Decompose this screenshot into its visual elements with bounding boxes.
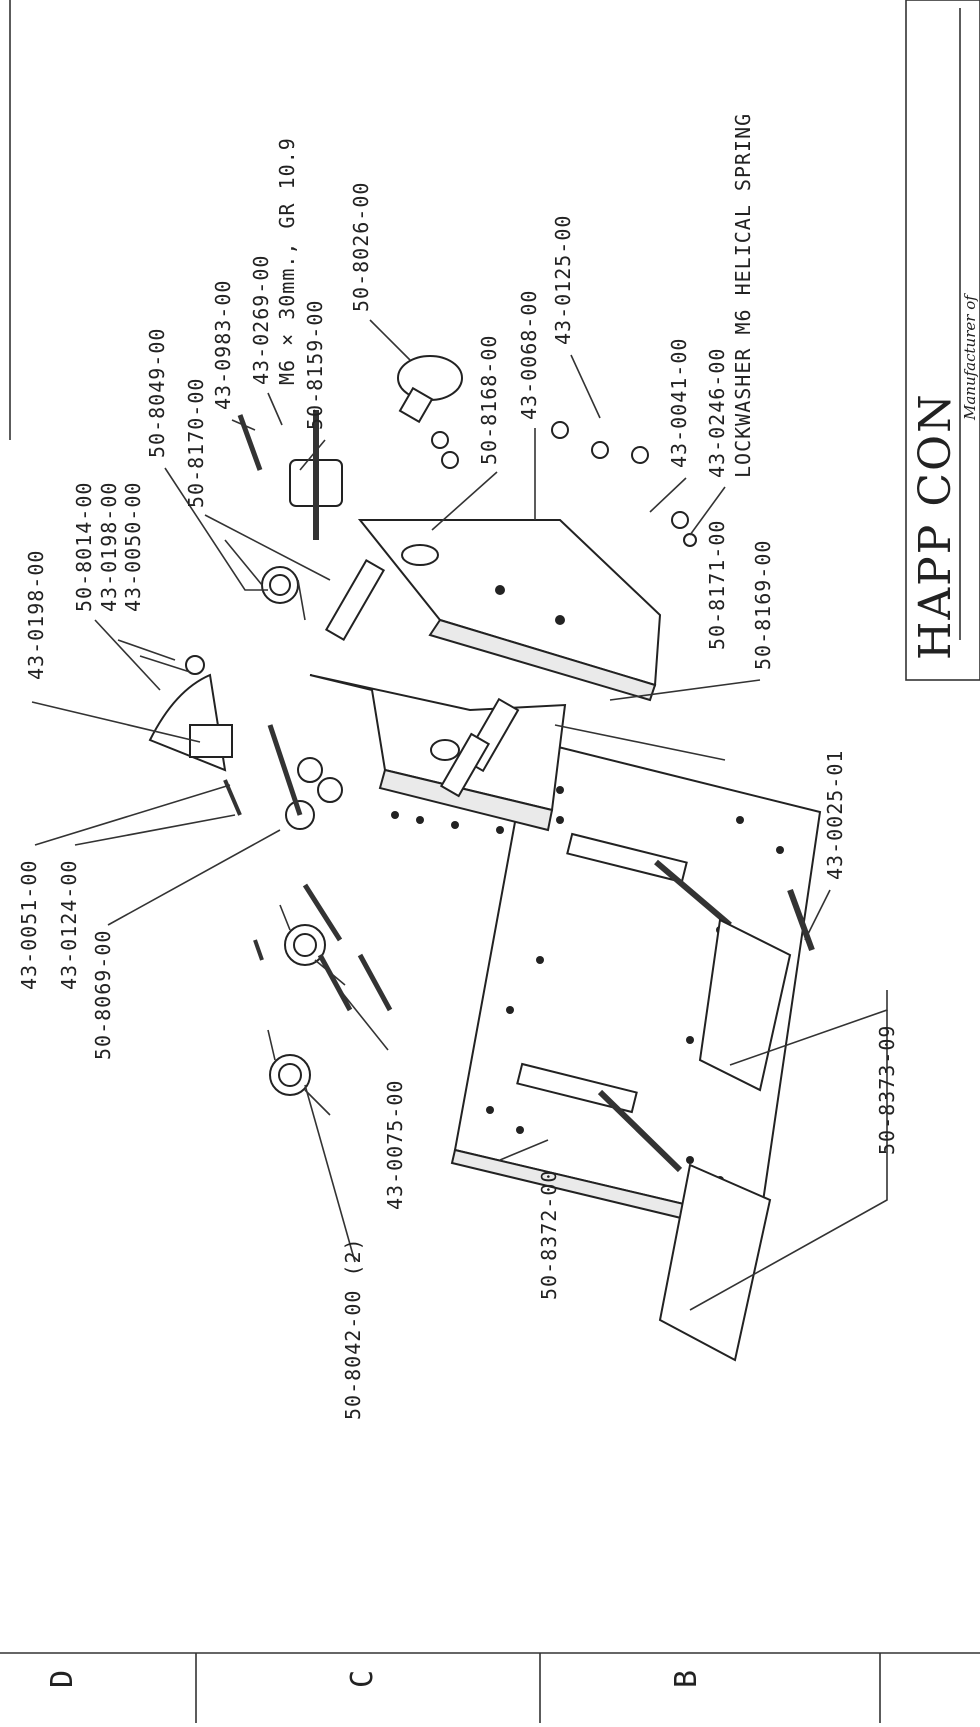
spacer-shaft-mid [439,732,491,798]
callout-43-0198-00: 43-0198-00 [97,482,121,612]
callout-43-0041-00: 43-0041-00 [667,338,691,468]
callout-50-8159-00: 50-8159-00 [303,300,327,430]
company-logo-text: HAPP CON [910,392,961,660]
base-plate-slot-1 [566,832,688,884]
callout-50-8014-00: 50-8014-00 [72,482,96,612]
callout-bolt-spec: M6 × 30mm., GR 10.9 [275,137,299,385]
callout-43-0025-01: 43-0025-01 [823,750,847,880]
bolts [223,414,815,1012]
potentiometer [397,355,463,424]
title-block: HAPP CON Manufacturer of [905,0,980,681]
callout-50-8373-09: 50-8373-09 [875,1025,899,1155]
pedal-arm-lower [597,1089,772,1362]
callout-43-0246-00: 43-0246-00 [705,348,729,478]
callout-43-0050-00: 43-0050-00 [121,482,145,612]
zone-letter-b: B [669,1670,704,1688]
callout-50-8049-00: 50-8049-00 [145,328,169,458]
leader-lines [31,319,888,1311]
torsion-spring-upper [224,539,306,621]
zone-letter-c: C [345,1670,380,1688]
front-bracket-flange [378,768,554,832]
callout-50-8042-00: 50-8042-00 (2) [341,1237,365,1420]
callout-43-0269-00: 43-0269-00 [249,255,273,385]
callout-43-0198-00-top: 43-0198-00 [24,550,48,680]
callout-43-0068-00: 43-0068-00 [517,290,541,420]
rear-plate-hole-2 [555,615,565,625]
gear-coupling [289,410,343,540]
rear-plate-flange [428,618,657,702]
callout-50-8026-00: 50-8026-00 [349,182,373,312]
zone-letter-d: D [45,1670,80,1688]
callout-50-8168-00: 50-8168-00 [477,335,501,465]
company-tagline: Manufacturer of [961,293,979,421]
callout-50-8372-00: 50-8372-00 [537,1170,561,1300]
callout-43-0124-00: 43-0124-00 [57,860,81,990]
spacer-shaft-upper [324,558,386,642]
callout-43-0051-00: 43-0051-00 [17,860,41,990]
torsion-spring-lower-2 [267,1029,331,1116]
callout-50-8170-00: 50-8170-00 [184,378,208,508]
rear-plate-pot-hole [401,544,439,566]
callout-lockwasher-spec: LOCKWASHER M6 HELICAL SPRING [731,113,755,478]
pedal-arm-upper [654,859,792,1092]
callout-43-0125-00: 43-0125-00 [551,215,575,345]
front-bracket-bushing [430,739,460,761]
callout-50-8169-00: 50-8169-00 [751,540,775,670]
callout-43-0983-00: 43-0983-00 [211,280,235,410]
front-bracket-holes [391,811,504,834]
callout-50-8069-00: 50-8069-00 [91,930,115,1060]
callout-43-0075-00: 43-0075-00 [383,1080,407,1210]
torsion-spring-lower-1 [279,904,346,986]
callout-50-8171-00: 50-8171-00 [705,520,729,650]
rear-plate-hole-1 [495,585,505,595]
rear-mount-plate [357,519,662,687]
